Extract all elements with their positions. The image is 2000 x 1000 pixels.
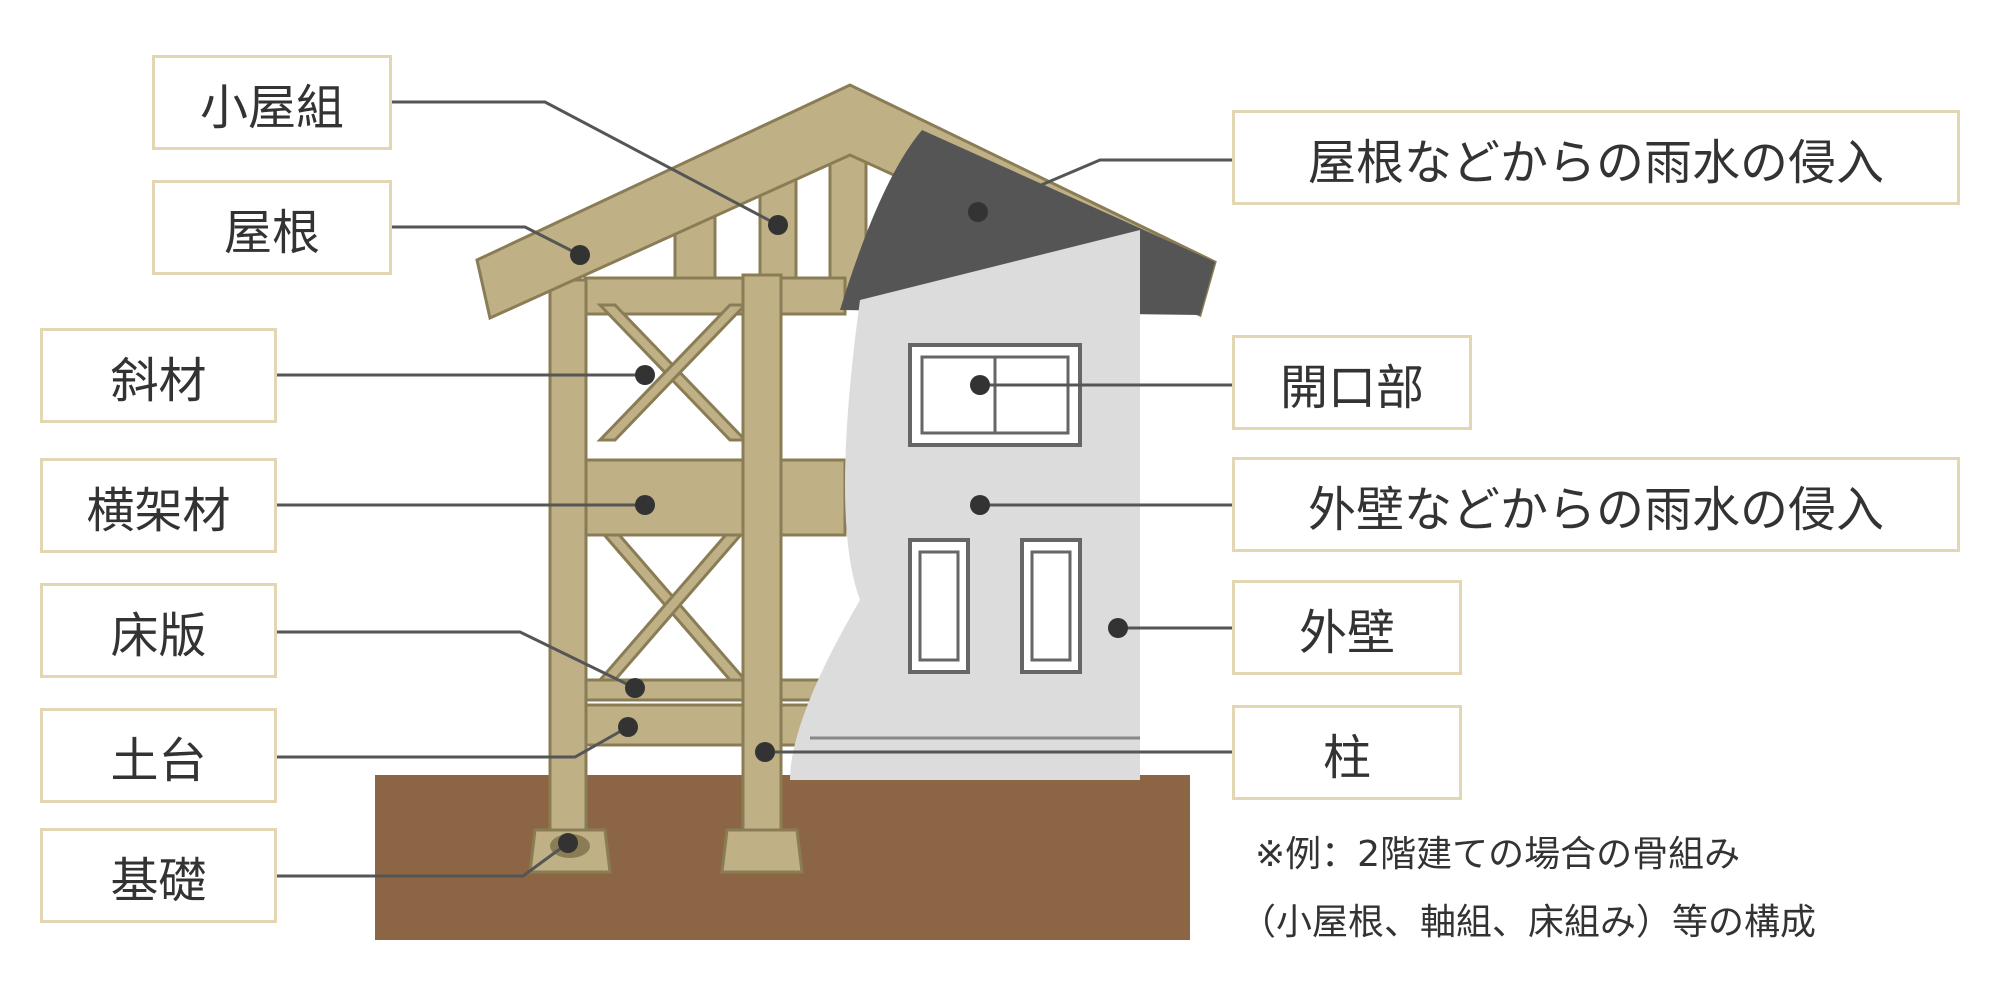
label-gaiheki: 外壁 (1232, 580, 1462, 675)
label-opening: 開口部 (1232, 335, 1472, 430)
window-lower-right (1020, 538, 1082, 674)
label-dodai: 土台 (40, 708, 277, 803)
leader-lines (275, 100, 1235, 878)
label-yane: 屋根 (152, 180, 392, 275)
label-shazai: 斜材 (40, 328, 277, 423)
label-yokokazai: 横架材 (40, 458, 277, 553)
marker-dots (558, 202, 1128, 853)
post-right (741, 273, 783, 832)
note-line-1: ※例：2階建ての場合の骨組み (1255, 834, 1741, 875)
footing-right (720, 828, 804, 874)
label-hashira: 柱 (1232, 705, 1462, 800)
label-wall-leak: 外壁などからの雨水の侵入 (1232, 457, 1960, 552)
label-koyagumi: 小屋組 (152, 55, 392, 150)
window-upper (908, 343, 1082, 447)
label-shoban: 床版 (40, 583, 277, 678)
note-line-2: （小屋根、軸組、床組み）等の構成 (1240, 902, 1817, 943)
beam-middle (583, 458, 847, 537)
brace-upper-b (596, 303, 749, 442)
window-lower-left (908, 538, 970, 674)
label-roof-leak: 屋根などからの雨水の侵入 (1232, 110, 1960, 205)
label-kiso: 基礎 (40, 828, 277, 923)
post-left (548, 278, 588, 832)
timber-frame (528, 273, 847, 874)
